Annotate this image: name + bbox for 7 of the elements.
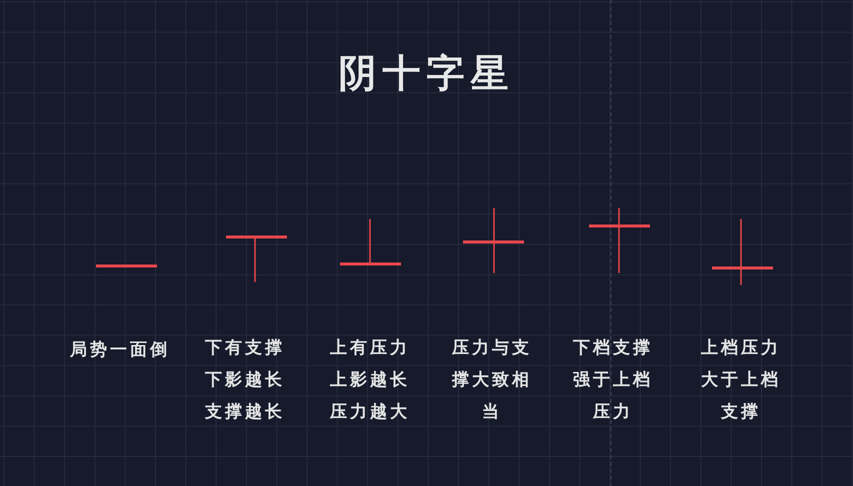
description-text: 下档支撑强于上档压力 (572, 337, 654, 424)
description-text: 压力与支撑大致相当 (450, 337, 533, 424)
title: 阴十字星 (338, 49, 516, 97)
description-text: 下有支撑下影越长支撑越长 (204, 337, 286, 424)
description-text: 上档压力大于上档支撑 (700, 337, 782, 424)
description-text: 局势一面倒 (68, 339, 171, 362)
description-text: 上有压力上影越长压力越大 (328, 337, 411, 424)
